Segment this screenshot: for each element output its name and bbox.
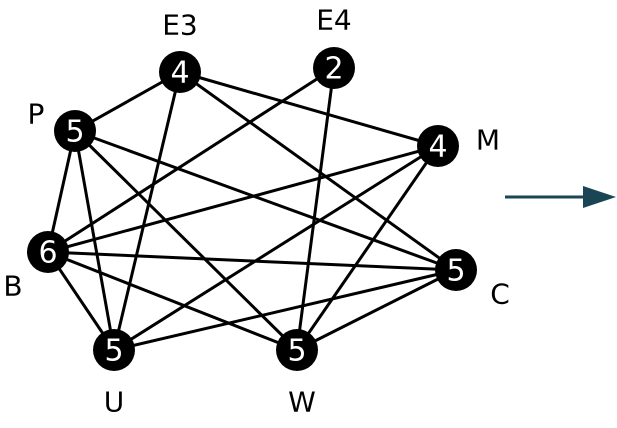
edge-M-U — [113, 144, 439, 352]
edge-B-W — [47, 250, 298, 352]
node-E3: 4E3 — [159, 9, 201, 93]
node-label: C — [490, 278, 510, 311]
node-label: P — [28, 98, 45, 131]
edge-M-W — [295, 145, 440, 351]
node-circle — [27, 231, 69, 273]
edge-B-M — [47, 144, 439, 254]
node-value: 5 — [65, 115, 84, 150]
edge-P-C — [74, 129, 457, 272]
node-value: 4 — [428, 130, 447, 165]
node-circle — [276, 329, 318, 371]
edge-E4-B — [47, 66, 335, 254]
node-E4: 2E4 — [313, 4, 355, 89]
edge-E3-M — [179, 70, 439, 148]
node-circle — [93, 329, 135, 371]
right-arrow-icon — [505, 186, 616, 208]
node-label: B — [3, 270, 22, 303]
node-B: 6B — [3, 231, 69, 303]
node-U: 5U — [93, 329, 135, 419]
node-W: 5W — [276, 329, 318, 419]
node-value: 5 — [104, 334, 123, 369]
node-value: 6 — [38, 236, 57, 271]
node-circle — [313, 47, 355, 89]
node-P: 5P — [28, 98, 96, 152]
edge-P-W — [73, 129, 299, 352]
edge-C-U — [113, 268, 457, 352]
node-label: W — [288, 386, 316, 419]
node-value: 5 — [446, 254, 465, 289]
node-circle — [435, 249, 477, 291]
edge-C-W — [296, 268, 457, 352]
node-value: 2 — [324, 52, 343, 87]
edge-E3-U — [112, 71, 182, 351]
node-label: M — [476, 124, 500, 157]
edges — [46, 66, 457, 352]
edge-E4-W — [295, 67, 336, 351]
edge-B-C — [47, 250, 457, 272]
node-circle — [54, 110, 96, 152]
node-label: E3 — [162, 9, 198, 42]
node-circle — [417, 125, 459, 167]
node-label: U — [104, 386, 125, 419]
node-value: 4 — [170, 56, 189, 91]
node-circle — [159, 51, 201, 93]
edge-E3-C — [179, 70, 457, 272]
node-value: 5 — [287, 334, 306, 369]
node-C: 5C — [435, 249, 510, 311]
node-label: E4 — [316, 4, 352, 37]
